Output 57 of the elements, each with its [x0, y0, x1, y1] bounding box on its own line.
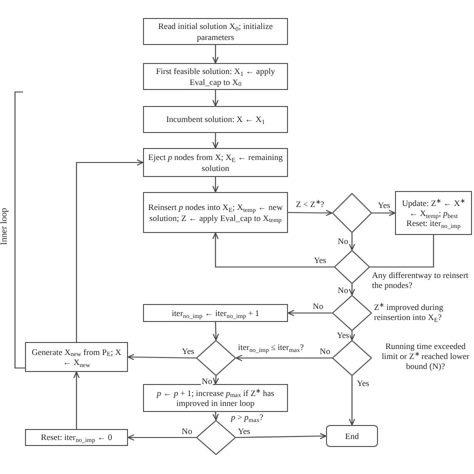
arrow: [212, 322, 219, 340]
edge-label: No: [336, 236, 350, 246]
decision-diamond: [334, 250, 370, 284]
edge-label: Yes: [376, 200, 392, 210]
decision-diamond: [196, 340, 236, 376]
edge-label: Yes: [312, 256, 328, 264]
arrow: [348, 284, 356, 296]
process-box: Read initial solution X$_{0}$; initialize parameters: [143, 18, 288, 45]
arrow: [128, 354, 196, 360]
question-text: p > p$_{max}$?: [231, 412, 264, 422]
arrow: [348, 233, 356, 250]
question-text: Running time exceeded limit or Z$^{∗}$ reached lower bound (N)?: [380, 341, 470, 372]
arrow: [348, 331, 356, 340]
arrow: [76, 159, 144, 342]
arrow: [236, 432, 326, 440]
process-box: Eject p nodes from X; X$_{E}$ ← remaining solution: [143, 148, 288, 177]
arrow: [212, 177, 219, 192]
question-text: Z$^{∗}$ improved during reinsertion into X$_{E}$?: [374, 302, 444, 322]
decision-diamond: [332, 340, 372, 376]
process-box: p ← p + 1; increase p$_{max}$ if Z$^{∗}$ has improved in inner loop: [143, 384, 288, 412]
process-box: First feasible solution: X$_{1}$ ← apply Eval_cap to X$_{0}$: [143, 63, 288, 90]
decision-diamond: [196, 420, 236, 455]
edge-label: No: [312, 302, 324, 310]
decision-diamond: [332, 193, 372, 233]
edge-label: Yes: [236, 426, 252, 436]
decision-diamond: [332, 295, 372, 331]
edge-label: Yes: [356, 378, 370, 388]
edge-label: Yes: [180, 346, 196, 356]
arrow: [212, 412, 219, 420]
arrow: [212, 45, 219, 64]
edge-label: Yes: [336, 330, 350, 340]
arrow: [212, 90, 219, 106]
process-box: Incumbent solution: X ← X$_{1}$: [143, 106, 288, 133]
arrow: [288, 210, 332, 216]
arrow: [348, 376, 356, 426]
arrow: [128, 434, 196, 441]
process-box: Reset: iter$_{no_imp}$ ← 0: [25, 429, 128, 446]
loop-label: Inner loop: [0, 208, 8, 246]
arrow: [212, 133, 219, 148]
arrow: [212, 232, 334, 268]
edge-label: No: [318, 346, 332, 356]
terminal-box: End: [326, 425, 378, 447]
arrow: [236, 354, 332, 362]
process-box: Generate X$_{new}$ from P$_{E}$; X ← X$_{new}$: [25, 342, 128, 372]
process-box: iter$_{no_imp}$ ← iter$_{no_imp}$ + 1: [143, 304, 288, 322]
edge-label: No: [180, 426, 194, 436]
arrow: [73, 372, 80, 429]
edge-label: No: [336, 286, 350, 294]
arrow: [212, 376, 219, 384]
process-box: Update: Z$^{∗}$ ← X$^{∗}$ ← X$_{temp}$; p$_{best}$ Reset: iter$_{no_imp}$: [395, 191, 472, 235]
edge-label: No: [200, 376, 214, 386]
arrow: [372, 210, 396, 216]
question-text: iter$_{no_imp}$ ≤ iter$_{max}$?: [238, 342, 305, 352]
process-box: Reinsert p nodes into X$_{E}$; X$_{temp}$ ← new solution; Z ← apply Eval_cap to X$_{temp}$: [143, 192, 288, 233]
edge-label: Z < Z$^{∗}$?: [294, 200, 326, 208]
question-text: Any differentway to reinsert the pnodes?: [372, 270, 470, 290]
arrow: [288, 310, 332, 316]
